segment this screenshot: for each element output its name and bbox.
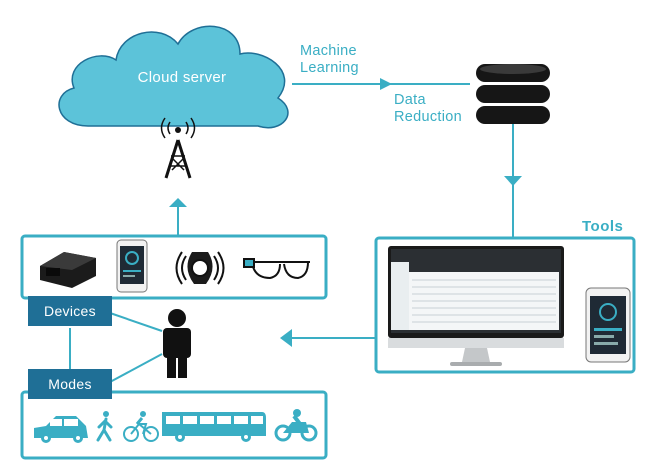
tools-label: Tools [582, 218, 624, 235]
cloud-server-label: Cloud server [137, 69, 227, 86]
smart-glasses-icon [243, 258, 310, 280]
arrow-up [169, 198, 187, 207]
car-icon [34, 416, 88, 443]
data-reduction-label: Data Reduction [394, 92, 462, 126]
cloud-server-icon [58, 25, 289, 129]
smartphone-icon [116, 239, 148, 293]
connector-modes-tag-to-person [109, 353, 163, 383]
arrow-down [504, 176, 522, 186]
machine-learning-line-2: Learning [300, 60, 359, 76]
arrow-left [280, 329, 292, 347]
person-icon [163, 309, 191, 378]
arrow-right [380, 78, 392, 90]
devices-tag: Devices [28, 296, 112, 326]
pedestrian-icon [96, 411, 113, 442]
database-icon [476, 64, 550, 124]
smartphone-dashboard-icon [585, 287, 631, 363]
bus-icon [162, 412, 266, 442]
devices-panel [20, 234, 328, 300]
monitor-dashboard-icon [388, 246, 564, 366]
machine-learning-line-1: Machine [300, 43, 357, 59]
motorcycle-icon [274, 409, 318, 442]
arrowheads [169, 78, 522, 347]
smartwatch-icon [175, 251, 225, 285]
machine-learning-label: Machine Learning [300, 43, 359, 77]
bicycle-icon [123, 411, 159, 442]
data-reduction-line-2: Reduction [394, 109, 462, 125]
cell-tower-icon [160, 117, 196, 179]
data-reduction-line-1: Data [394, 92, 426, 108]
connector-devices-tag-to-person [109, 312, 163, 332]
modes-tag: Modes [28, 369, 112, 399]
obd-dongle-icon [40, 252, 96, 288]
